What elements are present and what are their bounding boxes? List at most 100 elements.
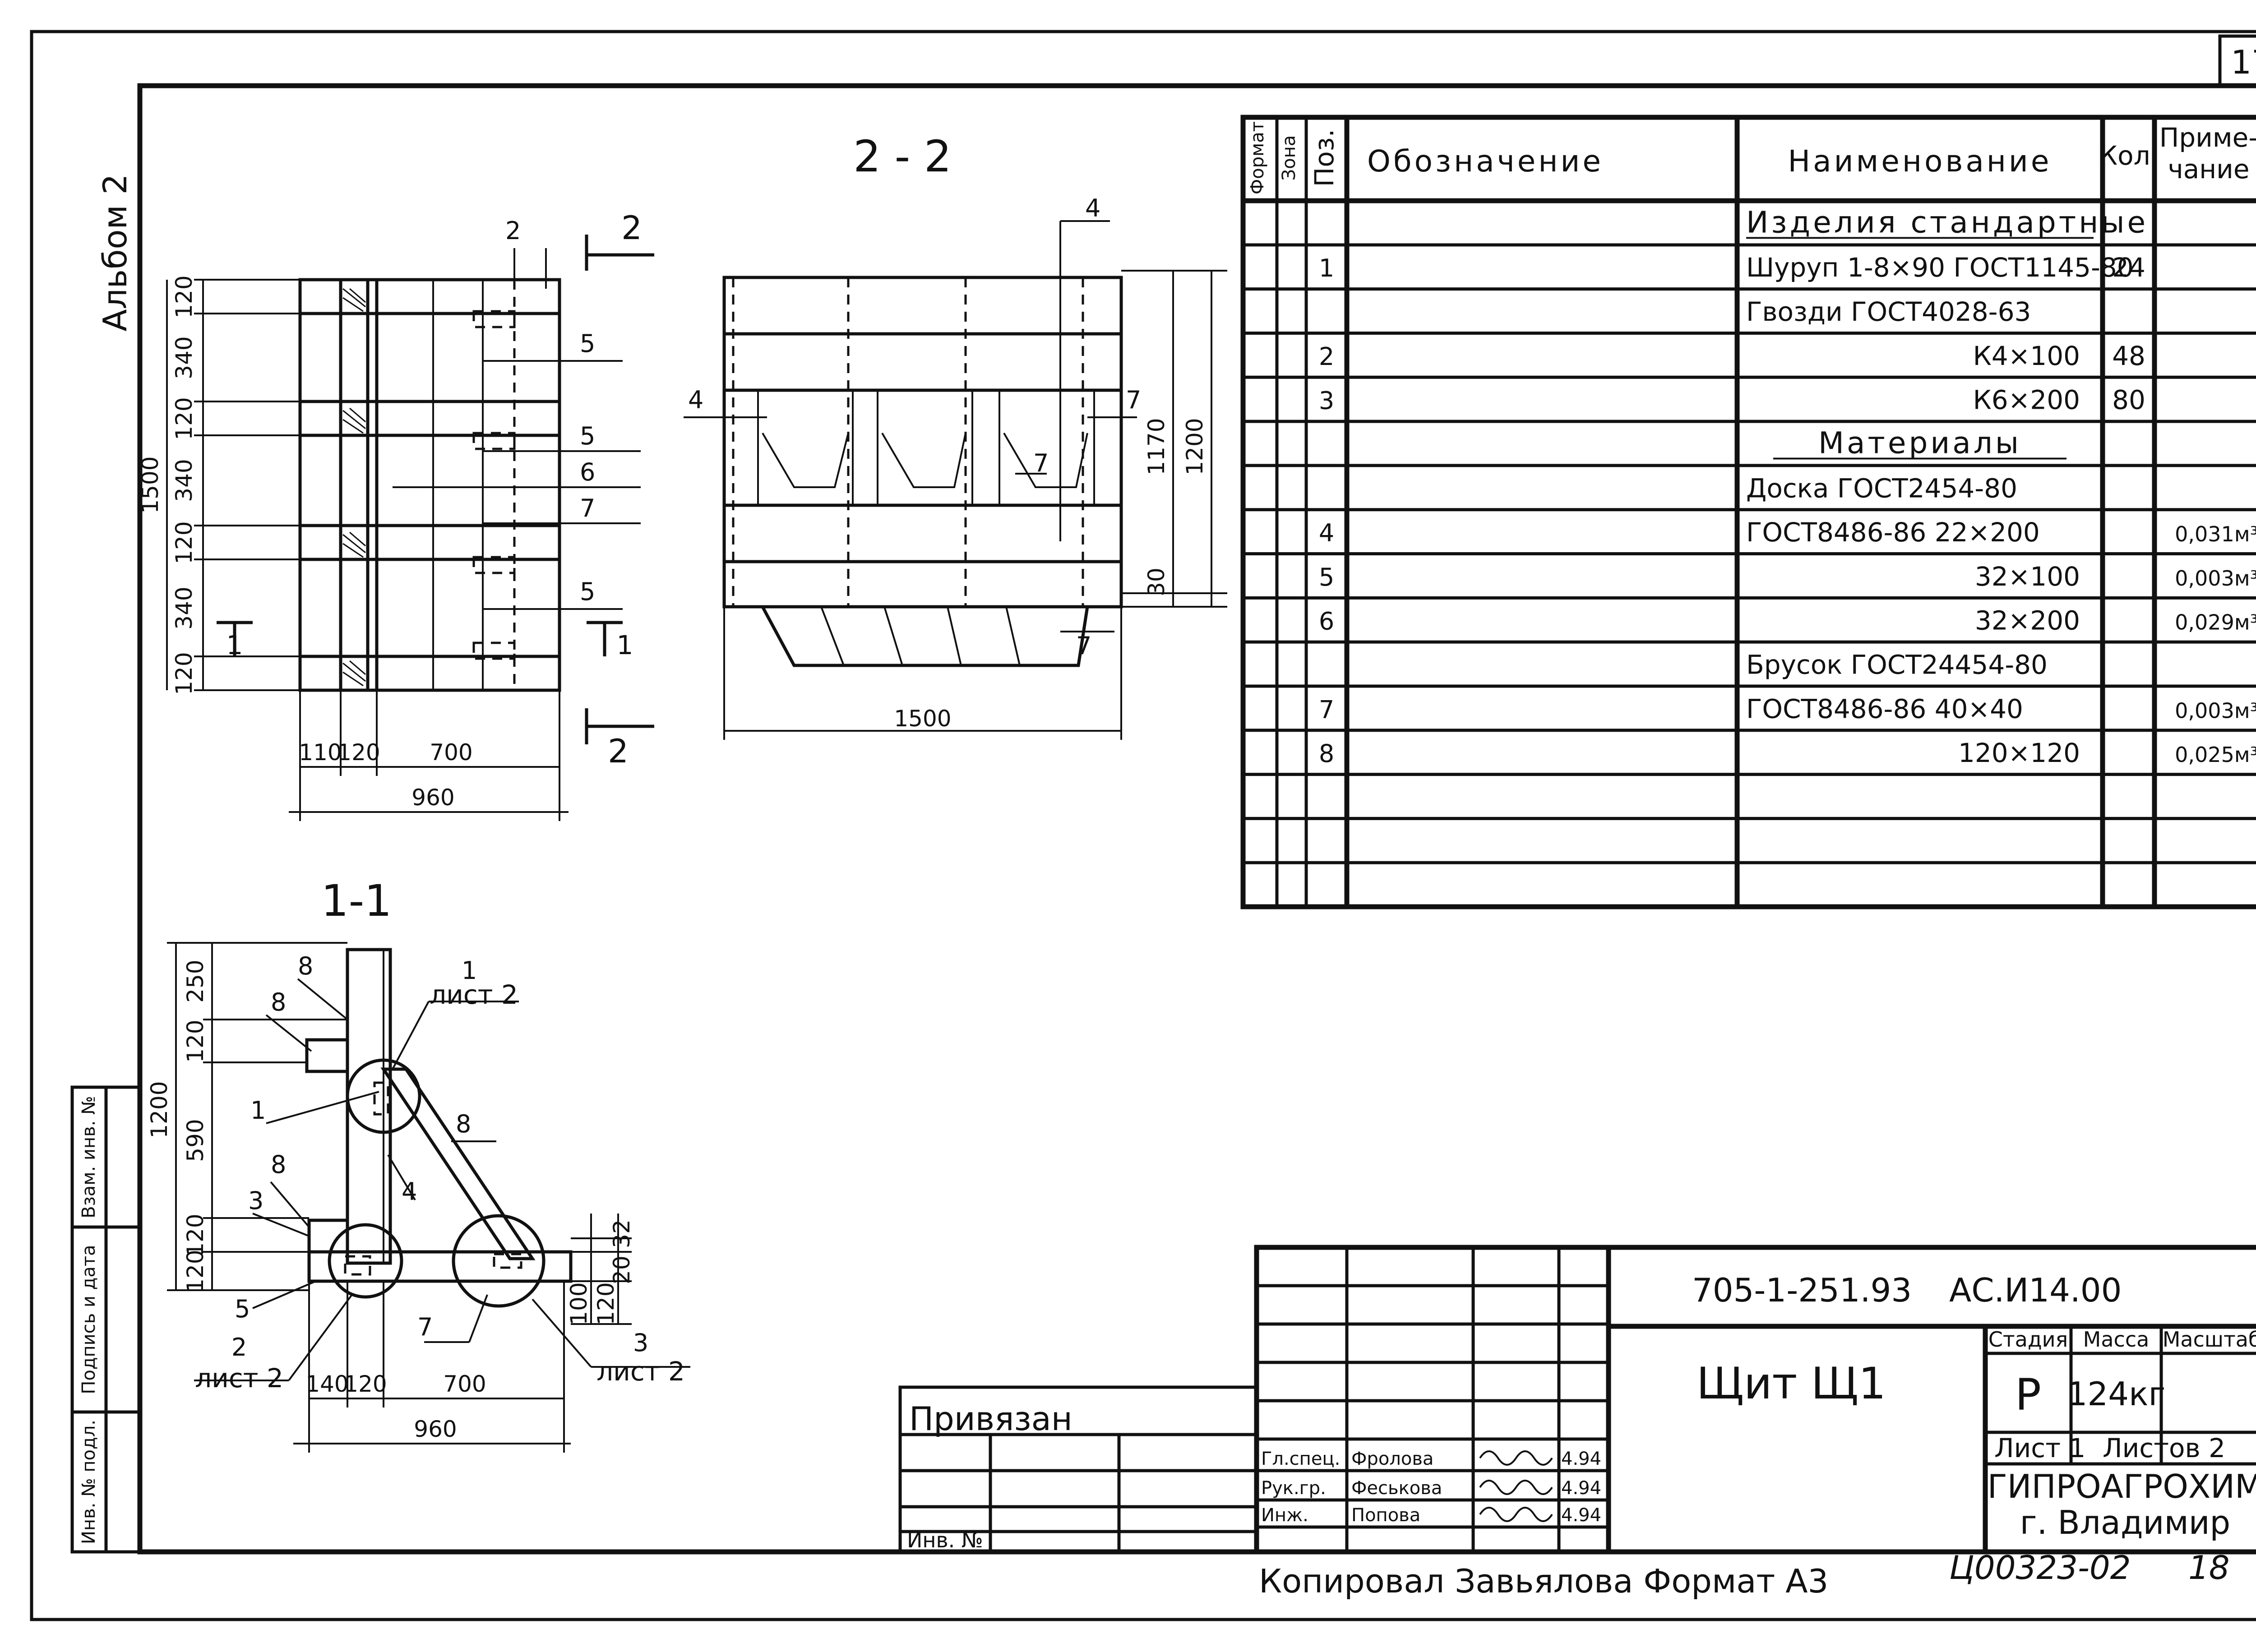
plan-cut-2-bottom: 2 <box>608 732 629 770</box>
s11-dim-v-2: 590 <box>182 1119 208 1162</box>
s11-callout-2-ref: лист 2 <box>195 1363 283 1394</box>
outer-frame <box>30 30 2256 1621</box>
inv-label: Инв. № <box>907 1528 983 1552</box>
plan-pos-2: 2 <box>505 217 521 245</box>
spec-row-name: 32×100 <box>1975 561 2080 592</box>
signature-name: Попова <box>1351 1505 1420 1526</box>
section-2-2-title: 2 - 2 <box>853 131 952 182</box>
spec-row-name: Шуруп 1-8×90 ГОСТ1145-80 <box>1746 252 2134 283</box>
page-number: 17 <box>2231 43 2256 81</box>
spec-row-name: ГОСТ8486-86 40×40 <box>1746 693 2023 724</box>
spec-hdr-note-2: чание <box>2168 154 2249 185</box>
spec-hdr-format: Формат <box>1247 121 1268 194</box>
side-stamp-sign: Подпись и дата <box>79 1245 99 1394</box>
plan-dim-total-v: 1500 <box>137 456 163 513</box>
spec-row-name: Гвозди ГОСТ4028-63 <box>1746 296 2031 327</box>
plan-cut-1-right: 1 <box>617 630 633 660</box>
spec-row-pos: 5 <box>1319 563 1334 591</box>
stage-label: Стадия <box>1988 1327 2068 1352</box>
sheet-label: Лист 1 <box>1994 1433 2085 1463</box>
s11-dim-v-1: 120 <box>182 1020 208 1062</box>
mass-label: Масса <box>2083 1327 2150 1352</box>
doc-suffix: АС.И14.00 <box>1949 1271 2122 1309</box>
spec-row-name: К4×100 <box>1973 341 2080 371</box>
plan-pos-5a: 5 <box>580 329 595 358</box>
spec-hdr-pos: Поз. <box>1309 129 1340 187</box>
s11-callout-1-num: 1 <box>462 956 477 985</box>
spec-row-name: Брусок ГОСТ24454-80 <box>1746 650 2048 680</box>
spec-row-name: ГОСТ8486-86 22×200 <box>1746 517 2040 548</box>
spec-row-pos: 4 <box>1319 519 1334 547</box>
plan-dim-h-1: 120 <box>337 739 380 766</box>
s11-pos-8c: 8 <box>456 1110 471 1138</box>
s22-pos-7-bottom: 7 <box>1076 632 1091 660</box>
s11-pos-7: 7 <box>417 1313 433 1341</box>
s11-pos-8a: 8 <box>298 952 313 980</box>
signature-date: 4.94 <box>1561 1505 1601 1526</box>
section-1-1: 1-1 250 120 590 120 120 1200 <box>146 876 690 1453</box>
side-stamp-replace: Взам. инв. № <box>79 1096 99 1218</box>
plan-dim-v-0: 120 <box>171 275 197 318</box>
stage-value: Р <box>2015 1370 2041 1420</box>
plan-dim-v-4: 120 <box>171 521 197 564</box>
spec-row-pos: 8 <box>1319 739 1334 768</box>
s11-dim-r-0: 32 <box>609 1219 635 1248</box>
plan-dim-h-0: 110 <box>299 739 342 766</box>
archive-page: 18 <box>2188 1549 2230 1587</box>
s22-pos-4-left: 4 <box>688 386 703 414</box>
s11-pos-3: 3 <box>248 1186 264 1215</box>
s11-dim-r-3: 120 <box>593 1282 619 1325</box>
spec-row-name: 32×200 <box>1975 605 2080 636</box>
sheets-label: Листов 2 <box>2103 1433 2225 1463</box>
spec-row-note: 0,003м³ <box>2175 566 2256 591</box>
s22-dim-width: 1500 <box>894 706 951 732</box>
plan-pos-5c: 5 <box>580 577 595 606</box>
s22-pos-7-right: 7 <box>1126 386 1141 414</box>
spec-row-note: 0,029м³ <box>2175 610 2256 635</box>
s11-pos-5: 5 <box>235 1295 250 1323</box>
plan-dim-v-5: 340 <box>171 586 197 629</box>
spec-row-note: 0,031м³ <box>2175 522 2256 546</box>
side-stamp: Инв. № подл. Подпись и дата Взам. инв. № <box>70 1085 142 1554</box>
plan-pos-5b: 5 <box>580 422 595 450</box>
spec-row-pos: 6 <box>1319 607 1334 636</box>
plan-dim-v-6: 120 <box>171 652 197 695</box>
s11-dim-v-4: 120 <box>182 1250 208 1292</box>
album-label: Альбом 2 <box>96 174 134 331</box>
bound-label: Привязан <box>909 1400 1073 1438</box>
org-line-2: г. Владимир <box>2020 1504 2231 1541</box>
spec-row-note: 0,025м³ <box>2175 743 2256 767</box>
handwritten-signature <box>1479 1480 1553 1495</box>
signature-role: Рук.гр. <box>1261 1478 1326 1499</box>
spec-row-qty: 80 <box>2112 385 2145 415</box>
s11-callout-3-num: 3 <box>633 1329 648 1357</box>
spec-row-name: Доска ГОСТ2454-80 <box>1746 473 2017 503</box>
spec-hdr-designation: Обозначение <box>1367 144 1604 179</box>
s11-callout-2-num: 2 <box>231 1333 247 1361</box>
signature-role: Гл.спец. <box>1261 1449 1340 1469</box>
plan-dim-total-h: 960 <box>411 784 454 811</box>
handwritten-signature <box>1479 1450 1553 1466</box>
spec-row-pos: 1 <box>1319 254 1334 282</box>
s22-dim-inner: 1170 <box>1143 418 1170 475</box>
signature-date: 4.94 <box>1561 1478 1601 1499</box>
s11-dim-total-h: 960 <box>414 1416 457 1442</box>
org-line-1: ГИПРОАГРОХИМ <box>1988 1467 2256 1505</box>
plan-dim-v-1: 340 <box>171 336 197 379</box>
spec-row-qty: 48 <box>2112 341 2145 371</box>
s22-dim-bottom: 30 <box>1143 568 1170 596</box>
spec-row-pos: 2 <box>1319 342 1334 371</box>
s11-pos-8b: 8 <box>271 988 286 1016</box>
copy-note: Копировал Завьялова Формат А3 <box>1259 1562 1828 1600</box>
signature-role: Инж. <box>1261 1505 1308 1526</box>
plan-view: 120 340 120 340 120 340 120 1500 110 120… <box>137 209 654 821</box>
spec-row-qty: 24 <box>2112 252 2145 283</box>
spec-hdr-name: Наименование <box>1788 144 2052 179</box>
s11-dim-h-2: 700 <box>443 1371 486 1397</box>
s11-dim-r-1: 20 <box>609 1255 635 1284</box>
plan-dim-h-2: 700 <box>430 739 472 766</box>
plan-cut-2-top: 2 <box>621 209 642 247</box>
signature-name: Фролова <box>1351 1449 1433 1469</box>
